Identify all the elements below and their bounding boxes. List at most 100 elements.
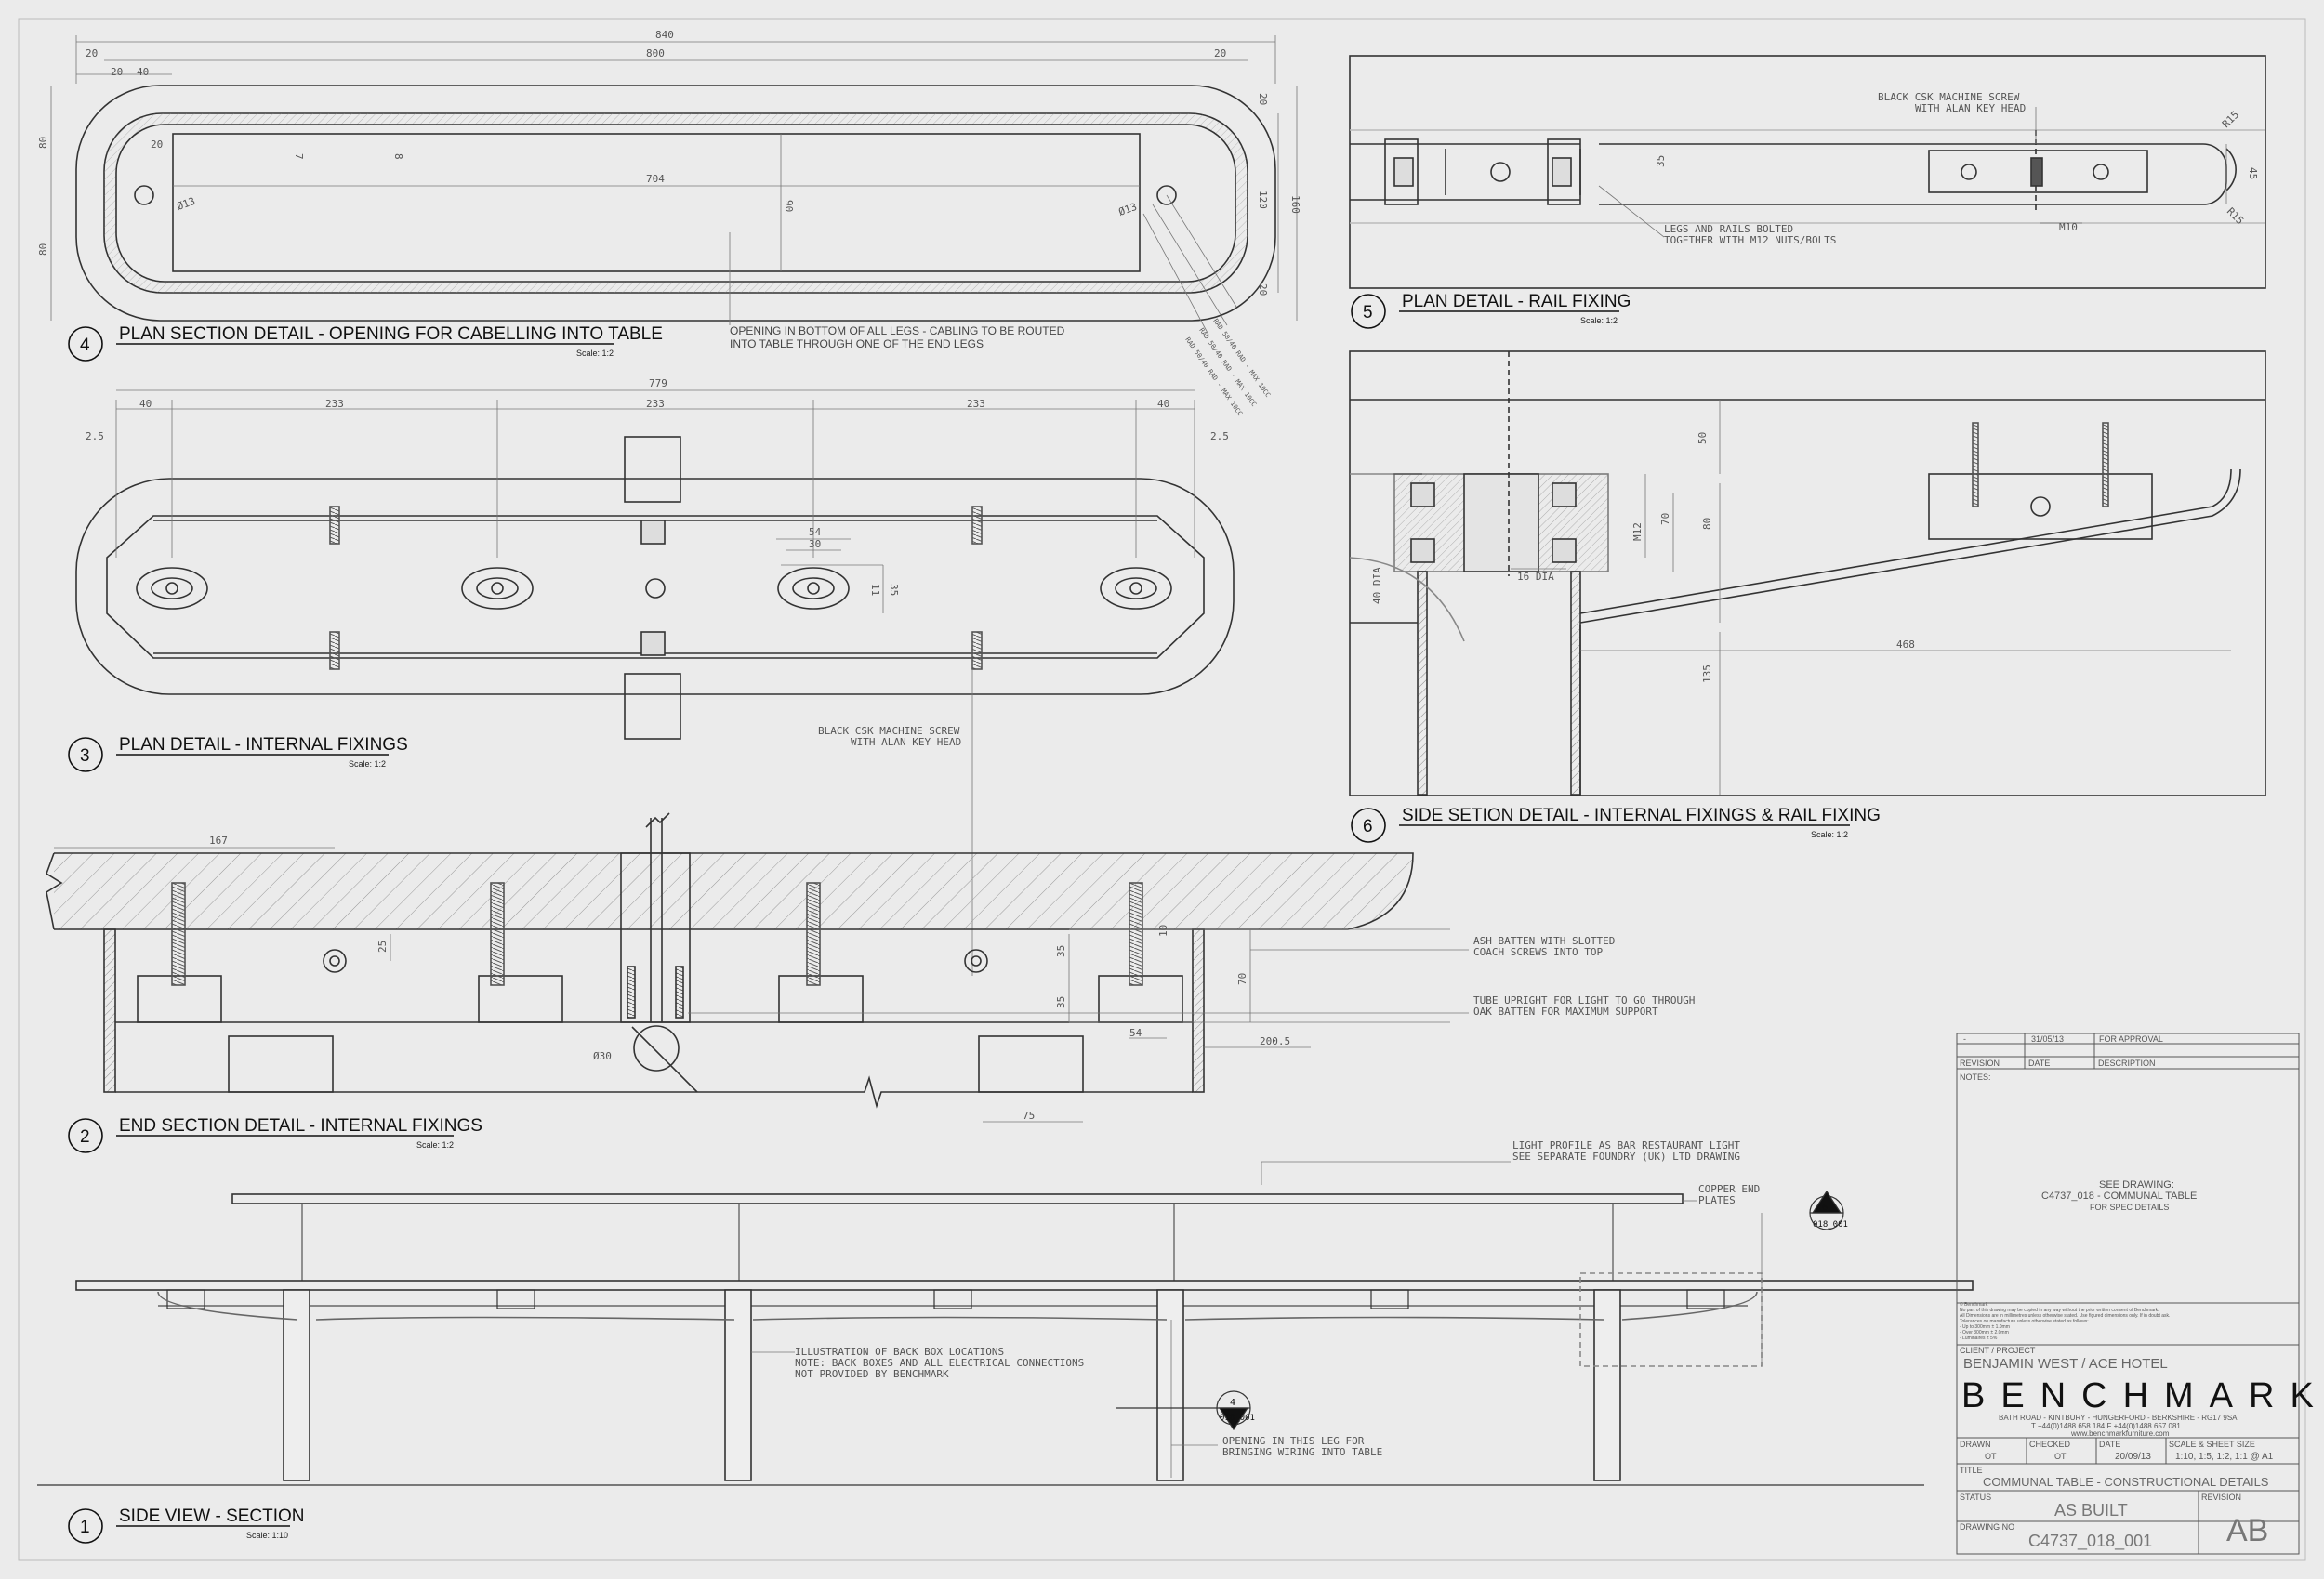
tb-drawing-no: C4737_018_001	[2028, 1532, 2152, 1551]
v5-note-legs-2: TOGETHER WITH M12 NUTS/BOLTS	[1664, 234, 1836, 246]
tb-date-label: DATE	[2099, 1440, 2120, 1449]
v2-centre-batten	[620, 852, 691, 1023]
v1-note-backbox-1: ILLUSTRATION OF BACK BOX LOCATIONS	[795, 1346, 1004, 1358]
dim-13a: Ø13	[176, 195, 197, 213]
tb-checked-label: CHECKED	[2029, 1440, 2071, 1449]
v6-leg-left	[1417, 571, 1428, 796]
dim-8: 8	[392, 153, 404, 160]
dim-800: 800	[646, 47, 665, 59]
v3-dim-779: 779	[649, 377, 667, 389]
tb-rev-desc-1: FOR APPROVAL	[2099, 1034, 2163, 1044]
v1-note-light-2: SEE SEPARATE FOUNDRY (UK) LTD DRAWING	[1512, 1151, 1740, 1163]
v2-leg-left	[103, 928, 116, 1093]
v5-note-legs-1: LEGS AND RAILS BOLTED	[1664, 223, 1793, 235]
tb-small-4: Tolerances on manufacture unless otherwi…	[1960, 1319, 2089, 1324]
view-title-4: 4 PLAN SECTION DETAIL - OPENING FOR CABE…	[68, 324, 663, 362]
tb-notes-label: NOTES:	[1960, 1072, 1991, 1082]
dim-120: 120	[1257, 191, 1269, 209]
v4-note-opening-2: INTO TABLE THROUGH ONE OF THE END LEGS	[730, 337, 984, 350]
v2-note-ash-2: COACH SCREWS INTO TOP	[1473, 946, 1603, 958]
tb-small-1: © Benchmark	[1960, 1301, 1988, 1308]
v3-inner	[106, 515, 1205, 659]
v1-note-copper-2: PLATES	[1698, 1194, 1736, 1206]
v3-dim-40a: 40	[139, 398, 152, 410]
callout-4-num: 4	[1230, 1398, 1235, 1408]
tb-head-description: DESCRIPTION	[2098, 1059, 2156, 1068]
v1-table-top	[75, 1280, 1974, 1291]
v5-slot	[1928, 150, 2148, 193]
view-6-side-section: 50 70 80 135 468 M12 16 DIA 40 DIA	[1349, 350, 2266, 796]
tb-address: BATH ROAD - KINTBURY - HUNGERFORD - BERK…	[1999, 1414, 2238, 1422]
tb-small-7: - Luminaires ± 5%	[1960, 1336, 1998, 1341]
v6-dim-m12: M12	[1631, 522, 1644, 541]
dim-20a: 20	[86, 47, 98, 59]
tb-rev-date-1: 31/05/13	[2031, 1034, 2064, 1044]
dim-13b: Ø13	[1117, 201, 1139, 218]
view-4-number: 4	[80, 336, 90, 355]
v1-note-opening-1: OPENING IN THIS LEG FOR	[1222, 1435, 1365, 1447]
view-5-scale: Scale: 1:2	[1580, 316, 1618, 325]
dim-704: 704	[646, 173, 665, 185]
v3-centre-hole	[645, 578, 666, 599]
tb-revision: AB	[2226, 1513, 2268, 1548]
v5-note-screw-2: WITH ALAN KEY HEAD	[1915, 102, 2026, 114]
v2-dim-35b: 35	[1055, 996, 1067, 1008]
v6-frame	[1349, 350, 2266, 796]
view-4-title: PLAN SECTION DETAIL - OPENING FOR CABELL…	[119, 324, 663, 344]
view-5-number: 5	[1363, 303, 1373, 322]
tb-scale: 1:10, 1:5, 1:2, 1:1 @ A1	[2175, 1452, 2274, 1462]
v2-dim-167: 167	[209, 835, 228, 847]
v3-dim-25b: 2.5	[1210, 430, 1229, 442]
v2-backbox-1	[228, 1035, 334, 1093]
tb-head-revision: REVISION	[1960, 1059, 2000, 1068]
v3-dim-30: 30	[809, 538, 821, 550]
v2-dim-54: 54	[1129, 1027, 1142, 1039]
v3-dim-40b: 40	[1157, 398, 1169, 410]
view-1-title: SIDE VIEW - SECTION	[119, 1507, 305, 1526]
view-4-plan-section: 840 800 20 40 20 20 80 80 704 90 7 8 Ø13…	[37, 29, 1301, 417]
v2-table-top	[54, 852, 1414, 930]
tb-see-drawing-2: C4737_018 - COMMUNAL TABLE	[2041, 1191, 2197, 1202]
v4-inner-cutout	[115, 124, 1236, 283]
tb-checked: OT	[2054, 1452, 2067, 1461]
tb-status: AS BUILT	[2054, 1501, 2128, 1520]
callout-4-ref: 018_001	[1220, 1414, 1255, 1423]
view-1-scale: Scale: 1:10	[246, 1531, 288, 1540]
tb-title: COMMUNAL TABLE - CONSTRUCTIONAL DETAILS	[1983, 1475, 2269, 1489]
view-3-plan-fixings: 779 40 233 233 233 40 2.5 2.5 54 30 35 1…	[75, 377, 1235, 976]
tb-date: 20/09/13	[2115, 1452, 2151, 1462]
tb-client: BENJAMIN WEST / ACE HOTEL	[1963, 1356, 2168, 1372]
view-5-title: PLAN DETAIL - RAIL FIXING	[1402, 292, 1631, 311]
v1-backboxes	[166, 1289, 1725, 1309]
v5-rail	[1599, 143, 2227, 205]
v3-dim-233c: 233	[967, 398, 985, 410]
title-block-frame	[1956, 1033, 2300, 1555]
v2-dim-70: 70	[1236, 973, 1248, 985]
v4-hole-right	[1156, 185, 1177, 205]
tb-see-drawing-1: SEE DRAWING:	[2099, 1179, 2174, 1191]
v5-frame	[1349, 55, 2266, 289]
view-3-number: 3	[80, 746, 90, 766]
callout-6: 6 018_001	[1809, 1190, 1848, 1230]
tb-drawn: OT	[1985, 1452, 1997, 1461]
v2-note-tube-1: TUBE UPRIGHT FOR LIGHT TO GO THROUGH	[1473, 994, 1695, 1007]
v3-dim-25a: 2.5	[86, 430, 104, 442]
v6-dim-135: 135	[1701, 664, 1713, 683]
tb-status-label: STATUS	[1960, 1493, 1991, 1502]
dim-40: 40	[137, 66, 149, 78]
v1-light-profile	[231, 1193, 1684, 1204]
tb-rev-1: -	[1963, 1034, 1966, 1044]
dim-20c: 20	[1214, 47, 1226, 59]
tb-see-drawing-3: FOR SPEC DETAILS	[2090, 1203, 2169, 1212]
v1-note-opening-2: BRINGING WIRING INTO TABLE	[1222, 1446, 1382, 1458]
view-3-title: PLAN DETAIL - INTERNAL FIXINGS	[119, 735, 408, 755]
view-5-plan-rail: BLACK CSK MACHINE SCREW WITH ALAN KEY HE…	[1349, 55, 2266, 289]
v6-leg-right	[1570, 571, 1581, 796]
v2-backbox-2	[978, 1035, 1084, 1093]
sheet-border	[18, 18, 2306, 1561]
v6-dim-468: 468	[1896, 638, 1915, 651]
v6-dim-40dia: 40 DIA	[1371, 567, 1383, 604]
view-6-scale: Scale: 1:2	[1811, 830, 1848, 839]
tb-drawing-no-label: DRAWING NO	[1960, 1522, 2014, 1532]
